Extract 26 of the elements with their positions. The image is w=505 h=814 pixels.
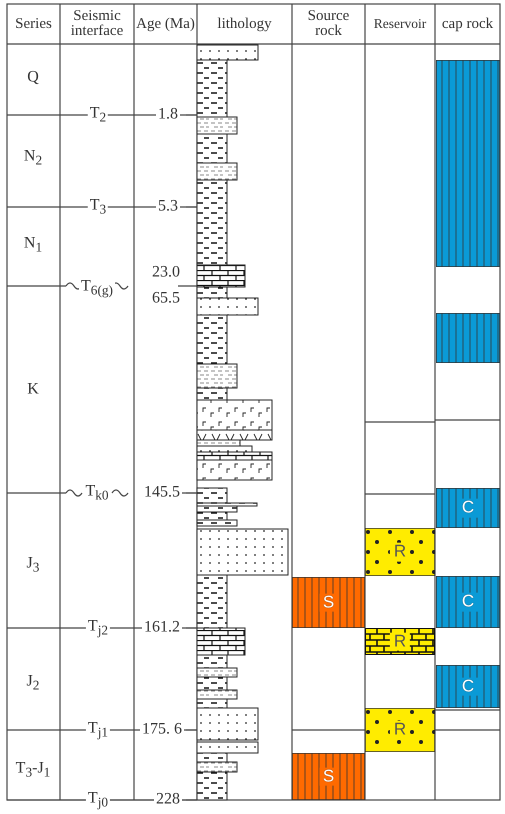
column-header: Source rock [306,7,350,41]
interface-label: T$_{3}$ [88,197,108,217]
column-header: cap rock [440,14,494,34]
cap-rock-block [436,313,500,363]
column-header: Seismic interface [70,7,124,41]
cap-rock-block: C [436,488,500,528]
interface-label: T$_{j2}$ [86,618,110,638]
interface-label: T$_{j1}$ [86,720,110,740]
column-header: Age (Ma) [136,14,195,34]
source-rock-block: S [292,577,365,628]
series-label: T$_{3}$-J$_{1}$ [14,760,52,780]
series-label: J$_{3}$ [24,555,42,575]
series-label: Q [25,70,41,86]
reservoir-block: R [365,708,435,752]
interface-label: T$_{k0}$ [83,483,111,503]
cap-rock-block: C [436,576,500,628]
reservoir-block: R [365,628,435,655]
reservoir-block: R [365,528,435,576]
column-header: Reservoir [372,15,428,34]
source-rock-block: S [292,753,365,800]
column-header: Series [14,14,53,34]
interface-label: T$_{j0}$ [86,790,110,810]
cap-rock-block [436,60,500,267]
interface-label: T$_{6(g)}$ [79,278,115,298]
cap-rock-block: C [436,665,500,708]
column-header: lithology [216,14,273,34]
